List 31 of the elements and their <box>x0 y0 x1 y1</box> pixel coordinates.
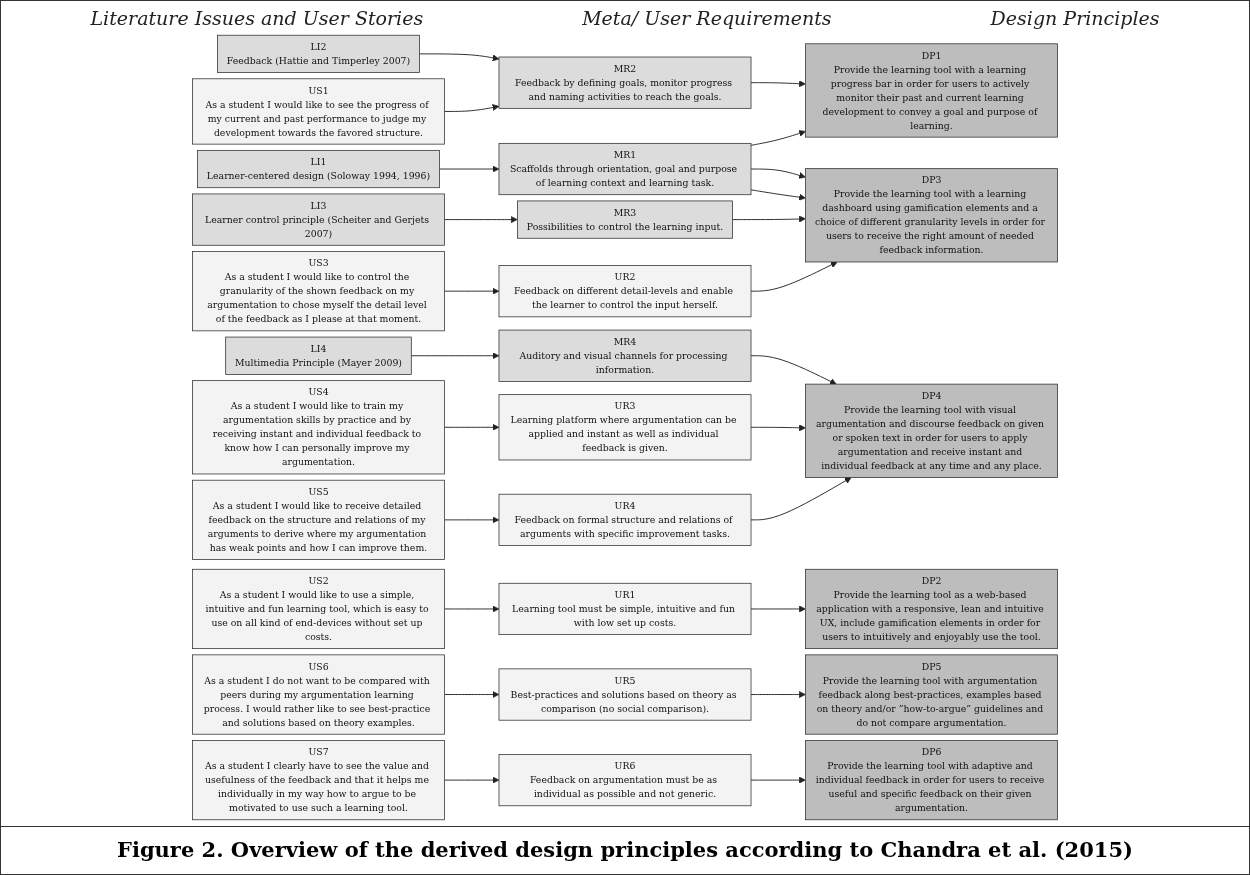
node-box: US2 As a student I would like to use a simple, intuitive and fun learning tool, which is easy to use on all kind of end-devices without set up costs. <box>192 568 445 649</box>
node-box: LI2 Feedback (Hattie and Timperley 2007) <box>217 34 420 73</box>
node-box: US5 As a student I would like to receive detailed feedback on the structure and relations of my arguments to derive where my argumentation has weak points and how I can improve them. <box>192 479 445 560</box>
node-box: US7 As a student I clearly have to see the value and usefulness of the feedback and that it helps me individually in my way how to argue to be motivated to use such a learning tool. <box>192 740 445 821</box>
node-box: MR2 Feedback by defining goals, monitor progress and naming activities to reach the goals. <box>498 56 752 109</box>
node-box: MR3 Possibilities to control the learning input. <box>517 200 733 239</box>
node-box: DP6 Provide the learning tool with adaptive and individual feedback in order for users to receive useful and specific feedback on their given argumentation. <box>805 740 1058 821</box>
node-box: UR1 Learning tool must be simple, intuitive and fun with low set up costs. <box>498 582 752 635</box>
node-box: DP2 Provide the learning tool as a web-based application with a responsive, lean and intuitive UX, include gamification elements in order for users to intuitively and enjoyably use the tool. <box>805 568 1058 649</box>
node-box: US3 As a student I would like to control the granularity of the shown feedback on my argumentation to chose myself the detail level of the feedback as I please at that moment. <box>192 251 445 332</box>
node-box: LI1 Learner-centered design (Soloway 1994, 1996) <box>197 149 440 189</box>
column-heading: Literature Issues and User Stories <box>90 7 424 29</box>
node-box: DP5 Provide the learning tool with argumentation feedback along best-practices, examples based on theory and/or ”how-to-argue” guidelines and do not compare argumentation. <box>805 654 1058 735</box>
node-box: DP4 Provide the learning tool with visual argumentation and discourse feedback on given or spoken text in order for users to apply argumentation and receive instant and individual feedback at any time and any place. <box>805 383 1058 478</box>
figure-caption: Figure 2. Overview of the derived design principles according to Chandra et al. (2015) <box>1 826 1249 874</box>
node-box: US6 As a student I do not want to be compared with peers during my argumentation learning process. I would rather like to see best-practice and solutions based on theory examples. <box>192 654 445 735</box>
node-box: DP1 Provide the learning tool with a learning progress bar in order for users to actively monitor their past and current learning development to convey a goal and purpose of learning. <box>805 43 1058 138</box>
node-box: MR4 Auditory and visual channels for processing information. <box>498 329 752 382</box>
node-box: US4 As a student I would like to train my argumentation skills by practice and by receiving instant and individual feedback to know how I can personally improve my argumentation. <box>192 380 445 475</box>
column-heading: Meta/ User Requirements <box>582 7 832 29</box>
column-heading: Design Principles <box>990 7 1160 29</box>
node-box: MR1 Scaffolds through orientation, goal and purpose of learning context and learning task. <box>498 142 752 196</box>
node-box: LI3 Learner control principle (Scheiter and Gerjets 2007) <box>192 193 445 246</box>
node-box: DP3 Provide the learning tool with a learning dashboard using gamification elements and a choice of different granularity levels in order for users to receive the right amount of needed feedback information. <box>805 168 1058 263</box>
node-box: UR6 Feedback on argumentation must be as individual as possible and not generic. <box>498 754 752 807</box>
node-box: UR3 Learning platform where argumentation can be applied and instant as well as individual feedback is given. <box>498 394 752 461</box>
node-box: UR4 Feedback on formal structure and relations of arguments with specific improvement tasks. <box>498 493 752 546</box>
node-box: UR2 Feedback on different detail-levels and enable the learner to control the input herself. <box>498 265 752 318</box>
node-box: US1 As a student I would like to see the progress of my current and past performance to judge my development towards the favored structure. <box>192 78 445 145</box>
node-box: LI4 Multimedia Principle (Mayer 2009) <box>225 336 412 375</box>
node-box: UR5 Best-practices and solutions based on theory as comparison (no social comparison). <box>498 668 752 721</box>
